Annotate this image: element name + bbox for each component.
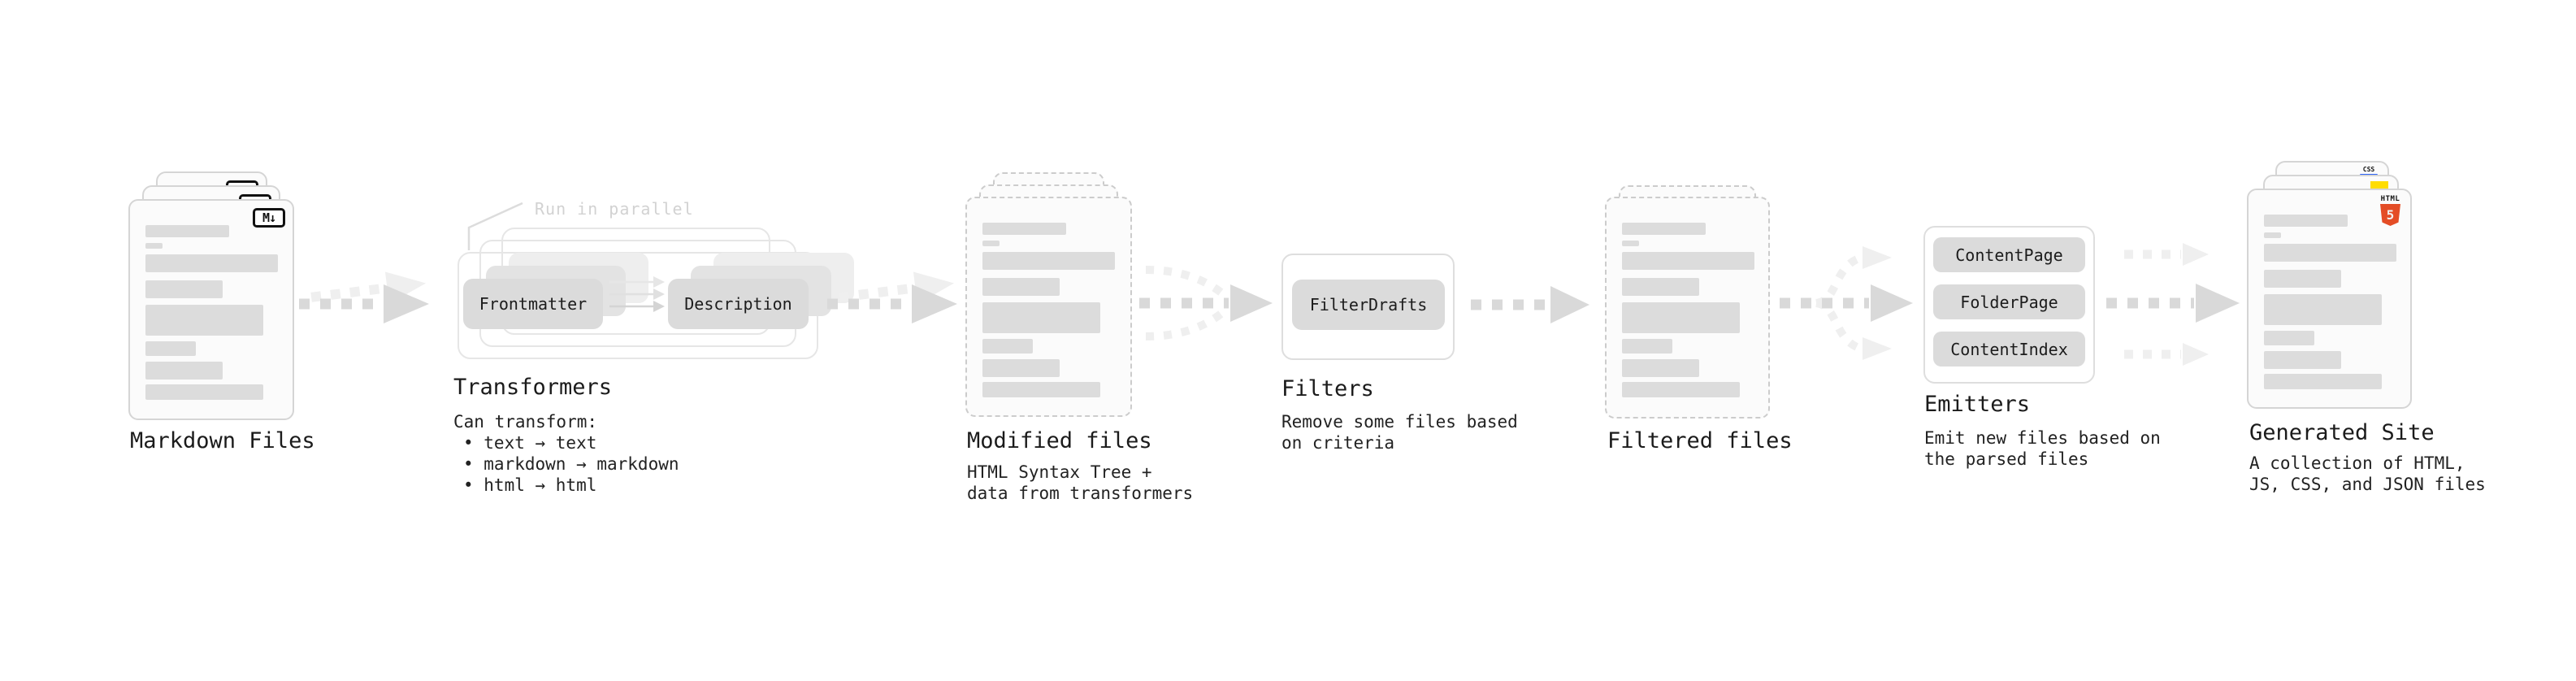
html5-icon-shield: 5 xyxy=(2380,204,2400,226)
generated-site-note: A collection of HTML, JS, CSS, and JSON … xyxy=(2249,453,2486,494)
filters-note: Remove some files based on criteria xyxy=(1281,412,1518,453)
emitters-label: Emitters xyxy=(1924,392,2031,417)
doc-text-bar xyxy=(2264,215,2348,227)
modified-files-label: Modified files xyxy=(967,428,1152,453)
folderpage-item: FolderPage xyxy=(1933,284,2085,319)
doc-text-bar xyxy=(982,278,1060,296)
generated-file-html: HTML 5 xyxy=(2247,189,2412,409)
filterdrafts-item: FilterDrafts xyxy=(1292,280,1445,330)
modified-file-front xyxy=(965,197,1132,417)
arrow-modified-to-filters-merge xyxy=(1139,266,1273,340)
doc-text-bar xyxy=(2264,232,2281,238)
doc-text-bar xyxy=(2264,374,2382,389)
arrow-filtered-to-emitters-fanout xyxy=(1780,246,1913,360)
doc-text-bar xyxy=(2264,351,2341,369)
doc-text-bar xyxy=(145,225,229,237)
doc-text-bar xyxy=(982,241,1000,246)
doc-text-bar xyxy=(145,362,223,380)
doc-text-bar xyxy=(2264,331,2314,345)
filters-label: Filters xyxy=(1281,376,1374,401)
doc-text-bar xyxy=(1622,278,1699,296)
markdown-file-front: M↓ xyxy=(128,199,294,420)
description-step: Description xyxy=(668,279,809,329)
doc-text-bar xyxy=(145,243,163,249)
transformers-note-item: • text → text xyxy=(463,433,597,453)
run-in-parallel-annotation: Run in parallel xyxy=(535,199,694,219)
run-in-parallel-leader-line xyxy=(467,202,523,250)
transformers-note-item: • markdown → markdown xyxy=(463,454,679,474)
doc-text-bar xyxy=(982,339,1033,354)
filtered-files-label: Filtered files xyxy=(1607,428,1793,453)
doc-text-bar xyxy=(1622,241,1639,246)
transformer-step-arrows xyxy=(609,276,665,312)
arrow-transformers-to-modified xyxy=(827,271,957,323)
doc-text-bar xyxy=(145,305,263,336)
contentpage-item: ContentPage xyxy=(1933,237,2085,272)
doc-text-bar xyxy=(982,302,1100,333)
html5-icon: HTML 5 xyxy=(2379,195,2401,226)
filtered-file-front xyxy=(1605,197,1770,419)
transformers-label: Transformers xyxy=(453,375,613,400)
contentindex-item: ContentIndex xyxy=(1933,332,2085,367)
transformers-note-item: • html → html xyxy=(463,475,597,495)
doc-text-bar xyxy=(2264,294,2382,325)
frontmatter-step: Frontmatter xyxy=(463,279,603,329)
doc-text-bar xyxy=(145,254,278,272)
doc-text-bar xyxy=(1622,252,1754,270)
arrow-markdown-to-transformers xyxy=(299,271,429,323)
doc-text-bar xyxy=(982,359,1060,377)
html5-icon-number: 5 xyxy=(2386,207,2395,223)
transformers-note-title: Can transform: xyxy=(453,412,598,432)
doc-text-bar xyxy=(2264,244,2396,262)
css-icon-text: CSS xyxy=(2362,166,2375,173)
doc-text-bar xyxy=(982,223,1066,235)
doc-text-bar xyxy=(1622,382,1740,397)
generated-site-label: Generated Site xyxy=(2249,420,2435,445)
emitters-note: Emit new files based on the parsed files xyxy=(1924,428,2161,469)
html5-icon-text: HTML xyxy=(2380,195,2400,203)
doc-text-bar xyxy=(145,280,223,298)
arrow-emitters-to-generated xyxy=(2106,243,2240,366)
modified-files-note: HTML Syntax Tree + data from transformer… xyxy=(967,462,1194,503)
markdown-files-label: Markdown Files xyxy=(130,428,315,453)
arrow-filters-to-filtered xyxy=(1471,286,1589,323)
doc-text-bar xyxy=(145,384,263,400)
transformers-note: Can transform: • text → text • markdown … xyxy=(453,411,679,496)
doc-text-bar xyxy=(2264,270,2341,288)
doc-text-bar xyxy=(1622,359,1699,377)
doc-text-bar xyxy=(1622,302,1740,333)
doc-text-bar xyxy=(145,341,196,356)
doc-text-bar xyxy=(982,382,1100,397)
doc-text-bar xyxy=(1622,223,1706,235)
doc-text-bar xyxy=(982,252,1115,270)
js-icon xyxy=(2370,181,2388,190)
doc-text-bar xyxy=(1622,339,1672,354)
markdown-icon: M↓ xyxy=(253,208,285,228)
